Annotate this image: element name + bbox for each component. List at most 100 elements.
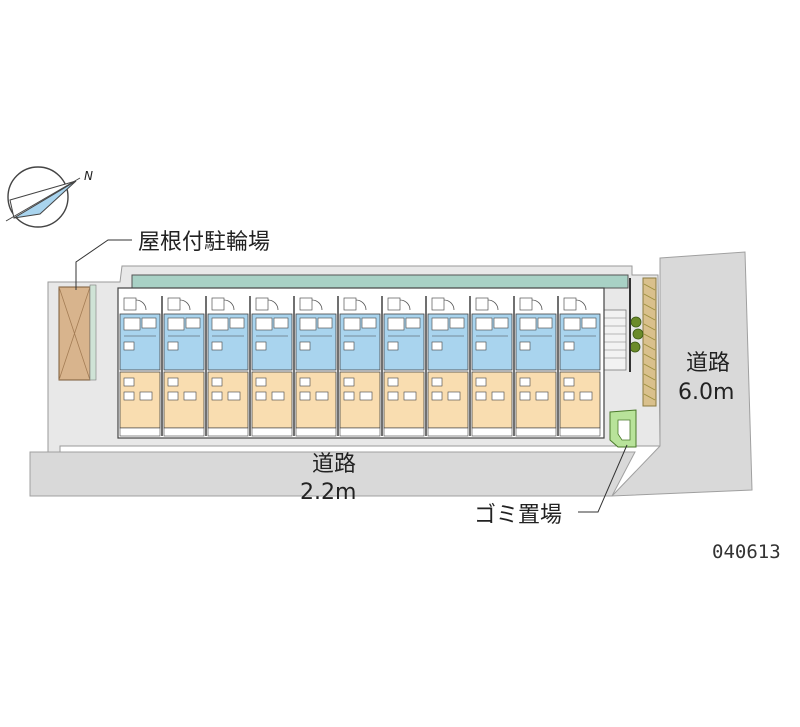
unit-door-swing (355, 299, 367, 311)
unit-bath (123, 317, 141, 331)
unit-furniture (359, 391, 373, 401)
unit-door-swing (179, 299, 191, 311)
unit-sink (343, 341, 355, 351)
unit-furniture (299, 391, 311, 401)
unit-sink (167, 341, 179, 351)
unit-door-swing (531, 299, 543, 311)
unit-entry (519, 297, 533, 311)
unit-toilet (273, 317, 289, 329)
unit-entry (167, 297, 181, 311)
unit-entry (431, 297, 445, 311)
unit-furniture (431, 377, 443, 387)
unit-entry (387, 297, 401, 311)
unit-bath (343, 317, 361, 331)
unit-furniture (447, 391, 461, 401)
balcony-band (131, 274, 629, 289)
bicycle-parking-roof-edge (89, 284, 97, 381)
compass-rose: N (5, 166, 93, 228)
unit-toilet (141, 317, 157, 329)
label-garbage-area: ゴミ置場 (474, 503, 562, 528)
unit-furniture (475, 377, 487, 387)
unit-furniture (519, 377, 531, 387)
unit-furniture (211, 391, 223, 401)
unit-entry (343, 297, 357, 311)
unit-furniture (167, 377, 179, 387)
unit-balcony (427, 427, 469, 437)
unit-door-swing (487, 299, 499, 311)
unit-toilet (449, 317, 465, 329)
unit-furniture (563, 391, 575, 401)
unit-sink (387, 341, 399, 351)
unit-bath (387, 317, 405, 331)
unit-door-swing (223, 299, 235, 311)
unit-furniture (343, 377, 355, 387)
unit-furniture (387, 391, 399, 401)
unit-balcony (163, 427, 205, 437)
unit-furniture (387, 377, 399, 387)
unit-sink (475, 341, 487, 351)
unit-sink (299, 341, 311, 351)
unit-bath (167, 317, 185, 331)
unit-sink (123, 341, 135, 351)
unit-door-swing (135, 299, 147, 311)
unit-furniture (403, 391, 417, 401)
road-right (610, 251, 753, 497)
unit-door-swing (399, 299, 411, 311)
unit-row (119, 296, 601, 437)
unit-bath (211, 317, 229, 331)
unit-sink (211, 341, 223, 351)
unit-door-swing (267, 299, 279, 311)
unit-balcony (119, 427, 161, 437)
unit-furniture (167, 391, 179, 401)
unit-entry (123, 297, 137, 311)
unit-balcony (383, 427, 425, 437)
unit-furniture (491, 391, 505, 401)
unit-balcony (515, 427, 557, 437)
unit-toilet (229, 317, 245, 329)
unit-entry (211, 297, 225, 311)
unit-entry (563, 297, 577, 311)
unit-furniture (211, 377, 223, 387)
unit-entry (299, 297, 313, 311)
unit-furniture (431, 391, 443, 401)
unit-furniture (255, 391, 267, 401)
unit-sink (563, 341, 575, 351)
shrubs (629, 316, 644, 353)
unit-furniture (315, 391, 329, 401)
unit-furniture (519, 391, 531, 401)
unit-furniture (123, 377, 135, 387)
unit-balcony (339, 427, 381, 437)
unit-door-swing (575, 299, 587, 311)
compass-north-label: N (84, 169, 93, 183)
unit-furniture (535, 391, 549, 401)
unit-toilet (185, 317, 201, 329)
unit-balcony (251, 427, 293, 437)
unit-toilet (361, 317, 377, 329)
unit-bath (475, 317, 493, 331)
hedge-pattern (643, 283, 656, 401)
unit-balcony (559, 427, 601, 437)
unit-entry (475, 297, 489, 311)
label-road-bottom-width: 2.2m (300, 480, 356, 505)
hedge-strip (642, 277, 657, 407)
unit-toilet (493, 317, 509, 329)
unit-furniture (579, 391, 593, 401)
unit-toilet (537, 317, 553, 329)
unit-furniture (123, 391, 135, 401)
entrance-steps (603, 309, 627, 371)
unit-balcony (207, 427, 249, 437)
unit-door-swing (443, 299, 455, 311)
unit-entry (255, 297, 269, 311)
unit-toilet (405, 317, 421, 329)
property-code: 040613 (712, 541, 781, 563)
unit-toilet (317, 317, 333, 329)
unit-bath (299, 317, 317, 331)
unit-furniture (255, 377, 267, 387)
unit-bath (519, 317, 537, 331)
unit-furniture (475, 391, 487, 401)
unit-bath (255, 317, 273, 331)
label-road-right-width: 6.0m (678, 380, 734, 405)
unit-bath (563, 317, 581, 331)
unit-furniture (139, 391, 153, 401)
